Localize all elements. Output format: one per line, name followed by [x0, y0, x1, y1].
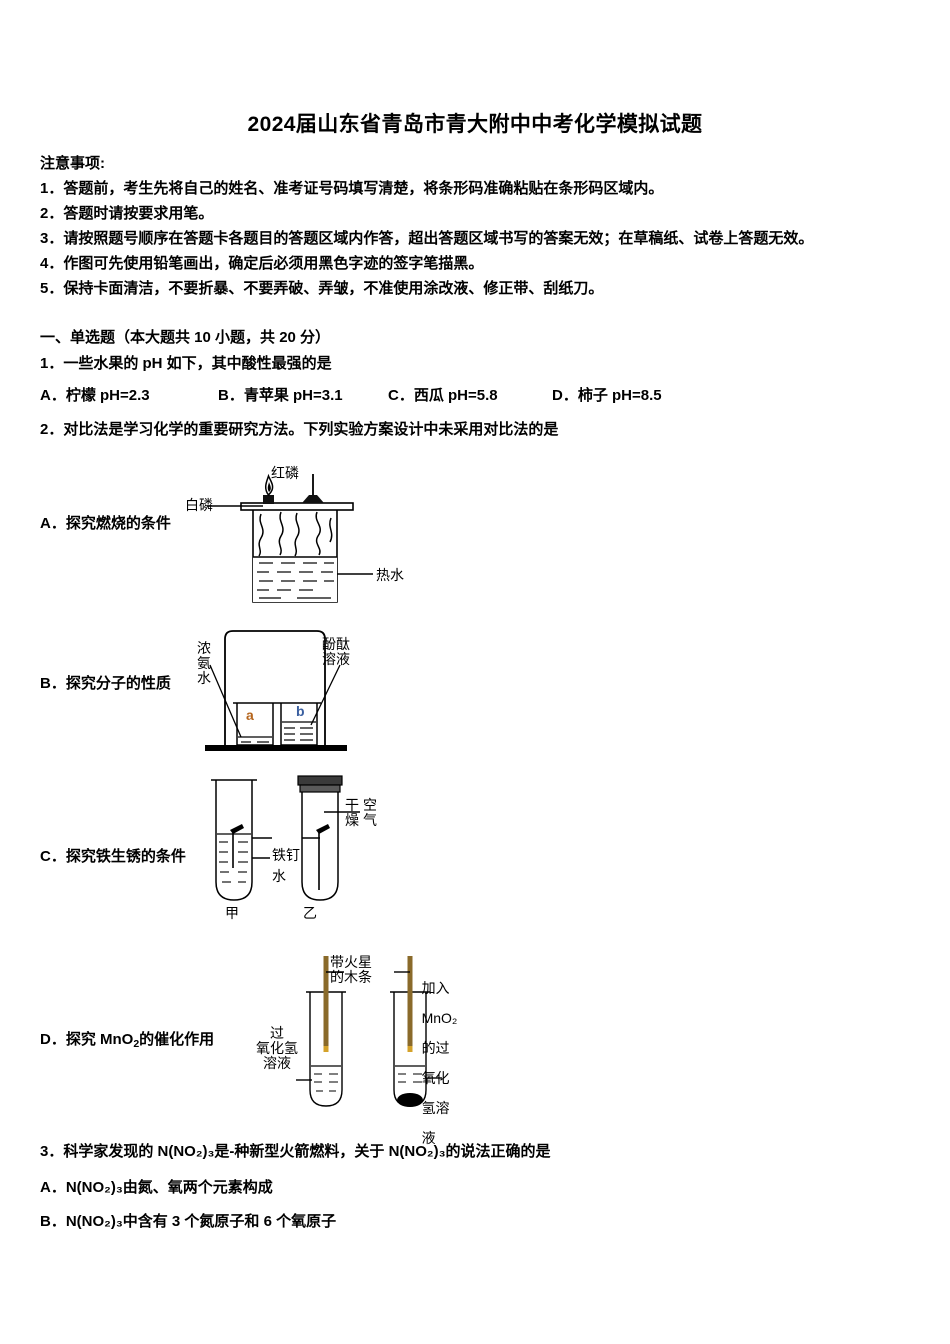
right-liquid-dashes: [398, 1073, 422, 1083]
label-beaker-b: b: [296, 703, 305, 719]
label-glowing-splint: 带火星 的木条: [330, 954, 372, 985]
test-tube-left: [309, 992, 343, 1107]
figure-mno2-catalysis: [296, 956, 442, 1107]
leader-ammonia: [209, 664, 242, 738]
label-air: 空 气: [363, 797, 377, 828]
question-1-option-c[interactable]: C．西瓜 pH=5.8: [388, 387, 498, 404]
question-1-stem: 1．一些水果的 pH 如下，其中酸性最强的是: [40, 355, 332, 372]
water-region: [253, 557, 337, 602]
beaker-a: [236, 703, 274, 746]
question-3-option-b[interactable]: B．N(NO₂)₃中含有 3 个氮原子和 6 个氧原子: [40, 1213, 337, 1230]
rubber-stopper-top: [297, 775, 343, 786]
left-liquid-dashes: [314, 1073, 338, 1092]
notice-list: 1．答题前，考生先将自己的姓名、准考证号码填写清楚，将条形码准确粘贴在条形码区域…: [40, 176, 920, 301]
mno2-solution-line-4: 氧化: [421, 1070, 450, 1086]
iron-nail-yi-head: [316, 824, 330, 834]
question-2-option-b-label[interactable]: B．探究分子的性质: [40, 675, 171, 692]
base-plate: [205, 745, 347, 751]
label-tube-jia: 甲: [225, 905, 239, 921]
mno2-solution-line-5: 氢溶: [421, 1100, 450, 1116]
label-red-phosphorus: 红磷: [271, 465, 299, 481]
notice-heading: 注意事项:: [40, 155, 105, 172]
notice-item: 1．答题前，考生先将自己的姓名、准考证号码填写清楚，将条形码准确粘贴在条形码区域…: [40, 180, 664, 197]
leader-phenolphthalein: [310, 664, 341, 726]
question-2-stem: 2．对比法是学习化学的重要研究方法。下列实验方案设计中未采用对比法的是: [40, 421, 559, 438]
label-phenolphthalein: 酚酞 溶液: [322, 636, 350, 667]
mno2-solution-line-3: 的过: [421, 1040, 450, 1056]
mno2-solution-line-2: MnO₂: [421, 1010, 458, 1026]
label-tube-yi: 乙: [303, 905, 317, 921]
label-beaker-a: a: [246, 707, 254, 723]
question-3-option-a[interactable]: A．N(NO₂)₃由氮、氧两个元素构成: [40, 1179, 273, 1196]
question-2-option-a-label[interactable]: A．探究燃烧的条件: [40, 515, 171, 532]
notice-item: 2．答题时请按要求用笔。: [40, 205, 214, 222]
bell-jar: [224, 630, 326, 745]
rubber-stopper-body: [299, 784, 341, 793]
flame-icon: [264, 473, 274, 497]
label-mno2-solution: 加入 MnO₂ 的过 氧化 氢溶 液: [406, 966, 458, 1161]
notice-item: 3．请按照题号顺序在答题卡各题目的答题区域内作答，超出答题区域书写的答案无效；在…: [40, 230, 814, 247]
mno2-solution-line-6: 液: [421, 1130, 436, 1146]
red-phosphorus-sample: [302, 495, 324, 503]
mno2-solution-line-1: 加入: [421, 980, 450, 996]
label-water: 水: [272, 868, 286, 884]
label-white-phosphorus: 白磷: [185, 497, 213, 513]
question-2-option-d-label[interactable]: D．探究 MnO2的催化作用: [40, 1031, 215, 1050]
label-hot-water: 热水: [376, 567, 404, 583]
notice-item: 4．作图可先使用铅笔画出，确定后必须用黑色字迹的签字笔描黑。: [40, 255, 484, 272]
notice-item: 5．保持卡面清洁，不要折暴、不要弄破、弄皱，不准使用涂改液、修正带、刮纸刀。: [40, 280, 604, 297]
label-concentrated-ammonia: 浓 氨 水: [197, 640, 211, 686]
mno2-solid: [397, 1093, 423, 1107]
question-1-option-a[interactable]: A．柠檬 pH=2.3: [40, 387, 150, 404]
question-1-options: A．柠檬 pH=2.3 B．青苹果 pH=3.1 C．西瓜 pH=5.8 D．柿子 p…: [40, 384, 920, 405]
label-iron-nail: 铁钉: [272, 847, 300, 863]
white-phosphorus-sample: [263, 495, 274, 504]
figure-molecule-properties: [205, 630, 347, 751]
label-dry: 干 燥: [345, 797, 359, 828]
label-hydrogen-peroxide: 过 氧化氢 溶液: [256, 1025, 298, 1071]
question-2-option-c-label[interactable]: C．探究铁生锈的条件: [40, 848, 186, 865]
beaker-b: [280, 703, 318, 746]
test-tube-jia: [215, 780, 253, 901]
question-1-option-d[interactable]: D．柿子 pH=8.5: [552, 387, 662, 404]
flame-core-icon: [267, 482, 271, 492]
page-title: 2024届山东省青岛市青大附中中考化学模拟试题: [247, 113, 703, 136]
question-3-stem: 3．科学家发现的 N(NO₂)₃是-种新型火箭燃料，关于 N(NO₂)₃的说法正…: [40, 1143, 551, 1160]
beaker-b-liquid: [282, 721, 316, 741]
iron-nail-jia-head: [230, 824, 244, 834]
section-heading: 一、单选题（本大题共 10 小题，共 20 分）: [40, 329, 331, 346]
figure-combustion-conditions: [207, 473, 373, 603]
figure-iron-rusting: [211, 775, 360, 901]
question-1-option-b[interactable]: B．青苹果 pH=3.1: [218, 387, 343, 404]
water-dashes: [257, 562, 334, 599]
steam-squiggles: [258, 511, 333, 557]
beaker-a-liquid: [238, 736, 272, 743]
test-tube-yi: [301, 790, 339, 901]
jia-water-dashes: [219, 841, 248, 883]
